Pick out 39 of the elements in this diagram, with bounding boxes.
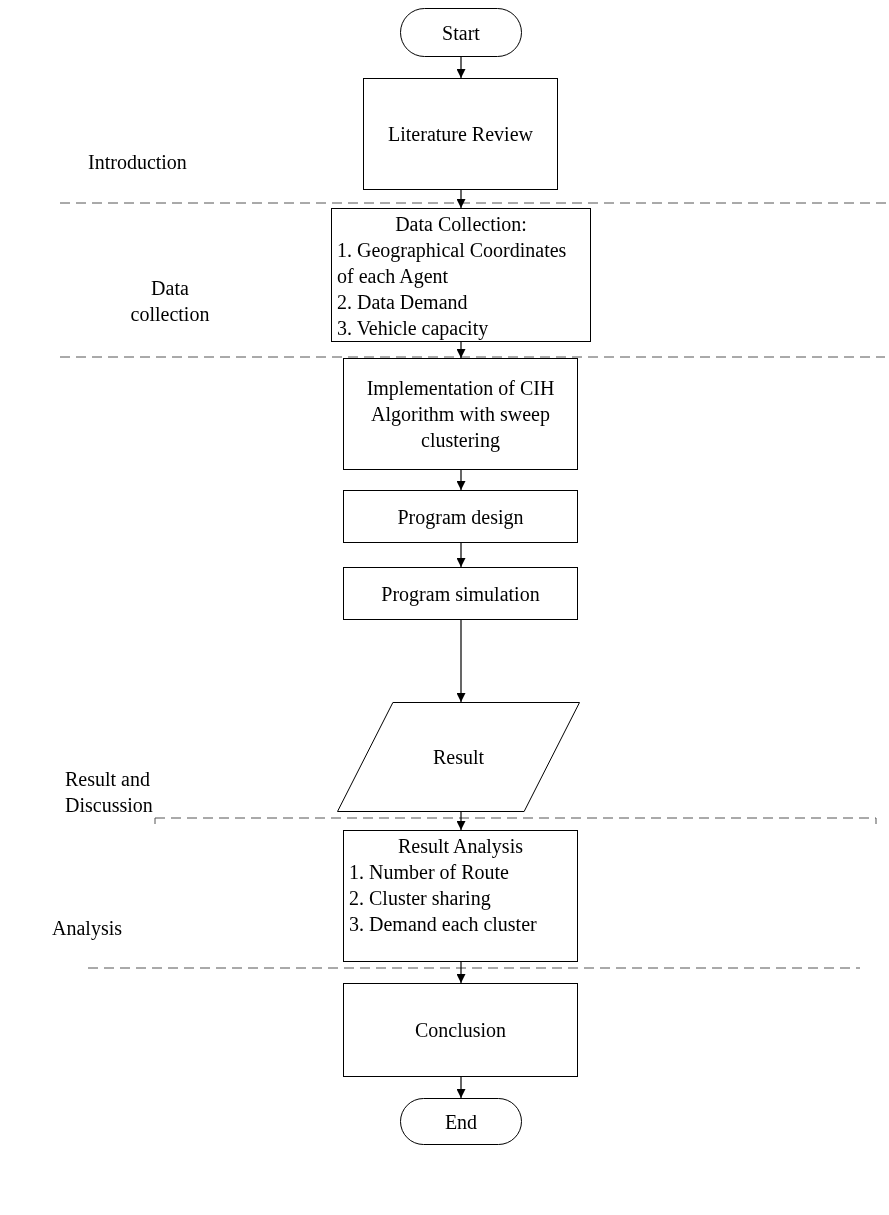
arrow <box>456 961 466 984</box>
process-box <box>343 490 578 543</box>
arrow <box>456 469 466 491</box>
node-text: Start <box>441 20 481 46</box>
node-text: Program simulation <box>380 581 541 607</box>
arrow <box>456 1076 466 1099</box>
terminal-pill <box>400 8 522 57</box>
node-text: Data Collection: <box>394 212 528 237</box>
terminal-pill <box>400 1098 522 1145</box>
node-text: Conclusion <box>413 1018 508 1043</box>
process-box <box>343 983 578 1077</box>
node-text: End <box>443 1109 479 1135</box>
node-text: 2. Data Demand <box>337 290 469 315</box>
node-text: Program design <box>396 504 525 530</box>
node-text: 2. Cluster sharing <box>349 886 492 911</box>
node-text: 3. Vehicle capacity <box>337 316 490 341</box>
node-text: 1. Number of Route <box>349 860 510 885</box>
node-text: Result Analysis <box>397 834 524 859</box>
node-text: 3. Demand each cluster <box>349 912 538 937</box>
process-box <box>331 208 591 342</box>
process-box <box>343 567 578 620</box>
arrow <box>456 189 466 209</box>
node-text: Implementation of CIH Algorithm with sweep clustering <box>365 376 556 453</box>
section-label: Analysis <box>52 916 123 941</box>
node-text: Result <box>431 745 486 770</box>
node-text: 1. Geographical Coordinates of each Agent <box>337 238 568 289</box>
arrow <box>456 341 466 359</box>
process-box <box>343 830 578 962</box>
arrow <box>456 542 466 568</box>
section-label: Result and Discussion <box>65 767 154 818</box>
arrow <box>456 811 466 831</box>
process-box <box>363 78 558 190</box>
process-box <box>343 358 578 470</box>
arrow <box>456 56 466 79</box>
data-parallelogram <box>337 702 580 812</box>
arrow <box>456 619 466 703</box>
section-label: Data collection <box>129 276 211 327</box>
section-label: Introduction <box>88 150 188 175</box>
node-text: Literature Review <box>387 122 534 147</box>
